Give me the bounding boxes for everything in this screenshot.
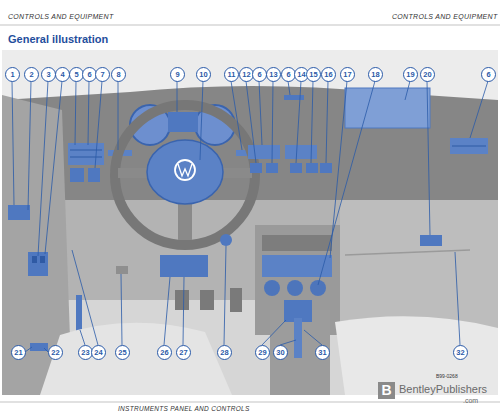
running-footer: INSTRUMENTS PANEL AND CONTROLS xyxy=(118,406,250,413)
publisher-logo: BentleyPublishers xyxy=(399,384,487,395)
running-header: CONTROLS AND EQUIPMENT xyxy=(8,13,114,20)
publisher-logo: B xyxy=(378,382,395,399)
callout-number: 24 xyxy=(91,345,106,360)
callout-number: 13 xyxy=(266,67,281,82)
callout-number: 18 xyxy=(368,67,383,82)
callout-number: 26 xyxy=(157,345,172,360)
publisher-logo: .com xyxy=(463,397,478,404)
callout-number: 21 xyxy=(11,345,26,360)
callout-number: 31 xyxy=(315,345,330,360)
callout-number: 30 xyxy=(273,345,288,360)
callout-number: 29 xyxy=(255,345,270,360)
callout-number: 1 xyxy=(5,67,20,82)
callout-number: 9 xyxy=(170,67,185,82)
callout-number: 7 xyxy=(95,67,110,82)
callout-number: 32 xyxy=(453,345,468,360)
callout-number: 2 xyxy=(24,67,39,82)
callout-number: 15 xyxy=(306,67,321,82)
callout-number: 27 xyxy=(176,345,191,360)
callout-number: 6 xyxy=(481,67,496,82)
callout-number: 11 xyxy=(224,67,239,82)
callout-number: 4 xyxy=(55,67,70,82)
callout-number: 17 xyxy=(340,67,355,82)
callout-number: 28 xyxy=(217,345,232,360)
callout-number: 25 xyxy=(115,345,130,360)
callout-number: 16 xyxy=(321,67,336,82)
page-title: General illustration xyxy=(8,33,108,45)
callout-number: 8 xyxy=(111,67,126,82)
figure-code: B99-0268 xyxy=(436,374,458,379)
running-header: CONTROLS AND EQUIPMENT xyxy=(392,13,498,20)
callout-number: 19 xyxy=(403,67,418,82)
callout-number: 6 xyxy=(252,67,267,82)
callout-number: 3 xyxy=(41,67,56,82)
callout-number: 22 xyxy=(48,345,63,360)
callout-number: 10 xyxy=(196,67,211,82)
callout-number: 20 xyxy=(420,67,435,82)
